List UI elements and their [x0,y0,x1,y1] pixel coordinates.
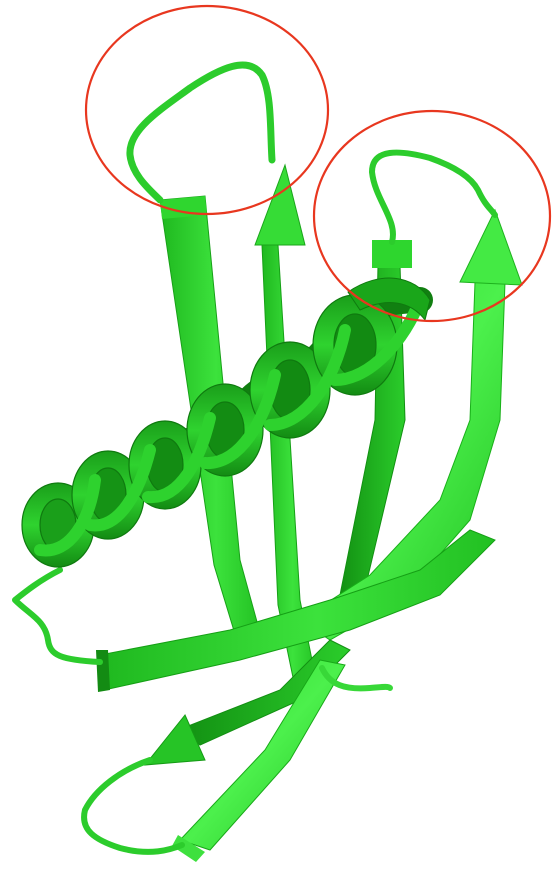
loop-top-right [372,153,495,242]
annotation-circle-right-loop [314,111,550,321]
strand-arrowhead-up-2 [460,210,522,285]
loop-left-terminal [15,570,100,662]
loop-top-left [130,65,272,200]
strand-arrowhead-up-1 [255,165,305,245]
annotation-circle-left-loop [86,6,328,214]
loop-bottom-left [84,760,182,852]
